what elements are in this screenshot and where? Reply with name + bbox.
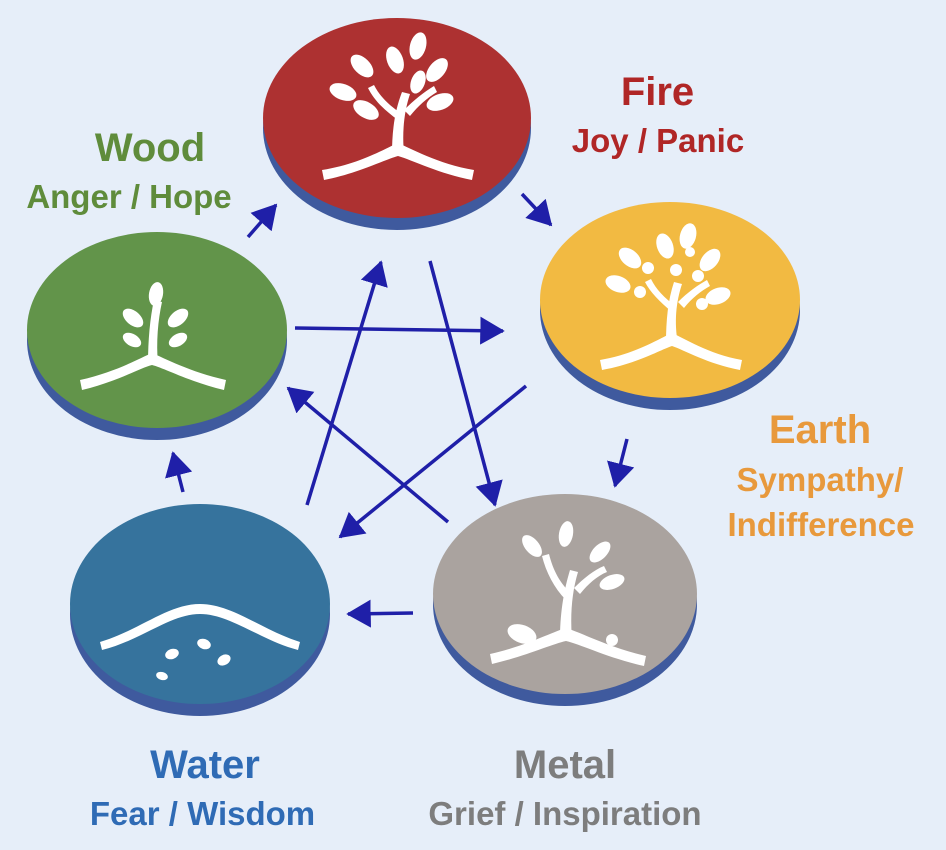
earth-name-label: Earth [768, 408, 872, 452]
sprout-icon [80, 282, 226, 390]
wood-name-label: Wood [94, 126, 206, 170]
earth-emotions-line2: Indifference [727, 506, 915, 543]
controlling-star-arrows [286, 260, 528, 539]
arrow-water-to-wood [165, 451, 193, 493]
generating-cycle-arrows [165, 192, 635, 628]
water-disc [70, 504, 330, 716]
earth-emotions-line1: Sympathy/ [736, 461, 904, 498]
arrow-earth-to-metal [607, 438, 635, 488]
arrow-earth-to-water [338, 384, 528, 539]
arrow-wood-to-fire [246, 203, 278, 239]
arrow-metal-to-wood [286, 386, 450, 524]
arrow-water-to-fire [305, 260, 388, 506]
tree-icon [322, 32, 474, 180]
wood-disc [27, 232, 287, 440]
earth-disc [540, 202, 800, 410]
water-emotions-label: Fear / Wisdom [89, 795, 316, 832]
arrow-fire-to-earth [520, 192, 553, 227]
water-name-label: Water [150, 743, 260, 787]
arrow-metal-to-water [346, 599, 414, 628]
seed-mound-icon [100, 604, 300, 681]
fire-name-label: Fire [620, 70, 695, 114]
wood-emotions-label: Anger / Hope [26, 178, 232, 215]
metal-name-label: Metal [513, 743, 617, 787]
fire-emotions-label: Joy / Panic [571, 122, 745, 159]
metal-disc [433, 494, 697, 706]
fire-disc [263, 18, 531, 230]
arrow-fire-to-metal [428, 260, 503, 507]
arrow-wood-to-earth [294, 316, 505, 345]
bare-tree-icon [490, 521, 646, 666]
metal-emotions-label: Grief / Inspiration [428, 795, 702, 832]
fruit-tree-icon [600, 223, 742, 370]
